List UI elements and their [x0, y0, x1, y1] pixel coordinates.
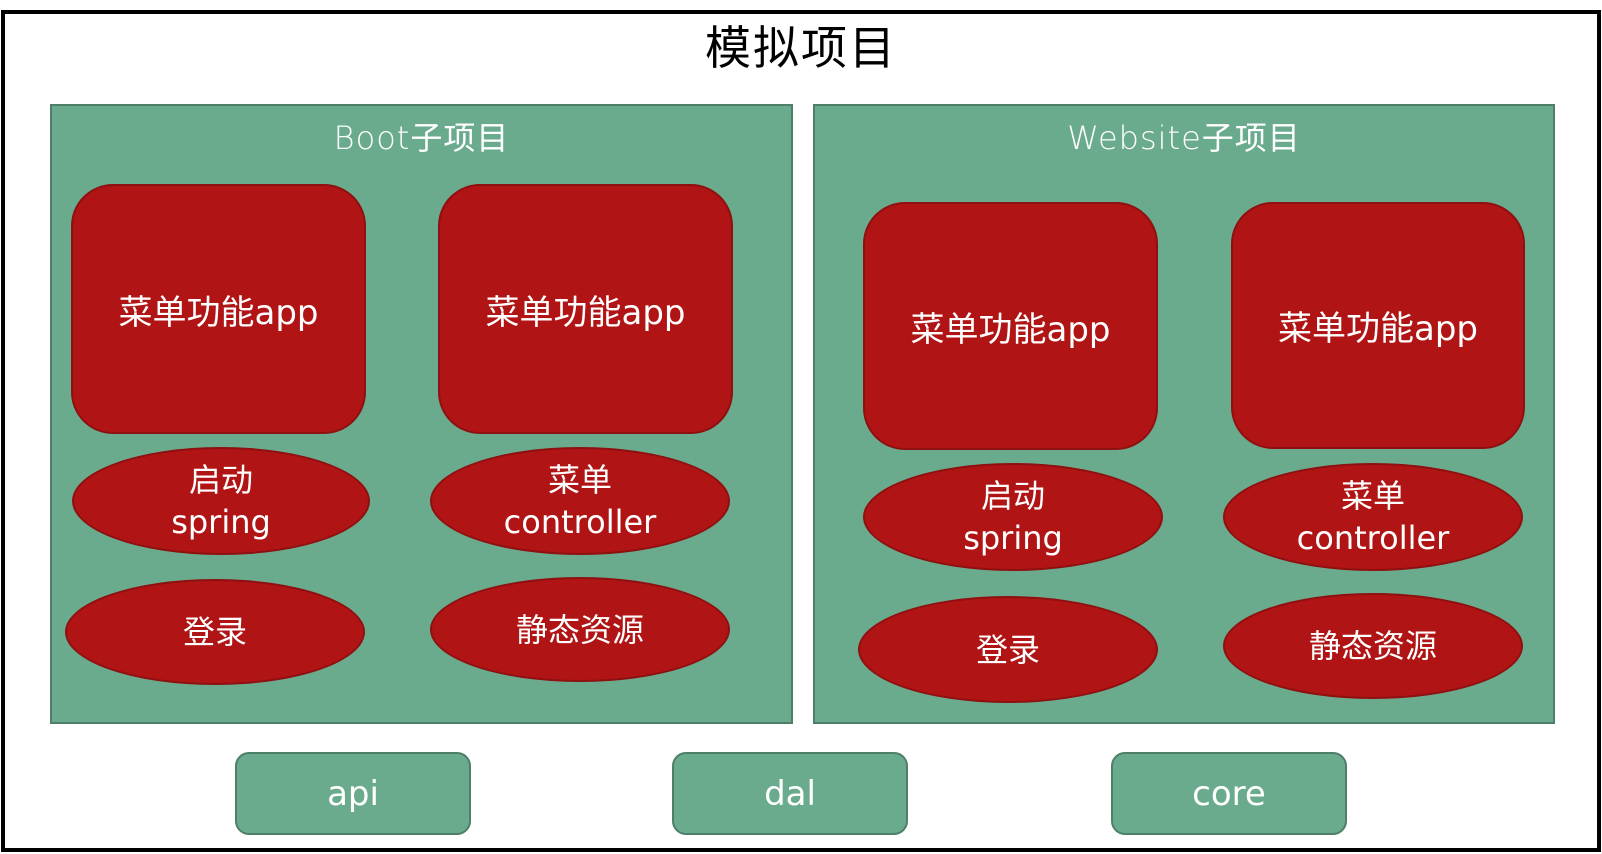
component-label-line1: 菜单 [1340, 477, 1405, 515]
component-label-line1: 启动 [188, 461, 253, 499]
module-dal: dal [672, 752, 908, 835]
app-box-website-2: 菜单功能app [1231, 202, 1525, 449]
component-boot-static-resources: 静态资源 [430, 577, 730, 682]
component-label: 静态资源 [515, 610, 644, 649]
component-website-static-resources: 静态资源 [1223, 593, 1523, 699]
component-boot-spring-startup: 启动 spring [72, 447, 370, 555]
app-label: 菜单功能app [118, 292, 319, 333]
component-label-line1: 菜单 [547, 461, 612, 499]
component-label-line2: controller [1296, 519, 1450, 557]
app-label: 菜单功能app [1278, 309, 1478, 349]
module-label: dal [764, 773, 816, 814]
component-label: 登录 [975, 630, 1040, 669]
diagram-title: 模拟项目 [705, 21, 897, 75]
component-label: 登录 [182, 613, 247, 651]
component-label-line2: spring [963, 519, 1063, 557]
module-label: api [327, 773, 379, 814]
component-website-spring-startup: 启动 spring [863, 463, 1163, 571]
subproject-title-boot: Boot子项目 [333, 119, 510, 157]
component-label-line1: 启动 [980, 477, 1045, 515]
component-website-login: 登录 [858, 596, 1158, 703]
app-box-boot-1: 菜单功能app [71, 184, 366, 434]
module-api: api [235, 752, 471, 835]
app-label: 菜单功能app [485, 292, 686, 333]
module-core: core [1111, 752, 1347, 835]
component-label-line2: spring [171, 503, 271, 541]
component-label: 静态资源 [1308, 627, 1437, 665]
component-website-menu-controller: 菜单 controller [1223, 463, 1523, 571]
component-label-line2: controller [503, 503, 657, 541]
app-label: 菜单功能app [910, 309, 1111, 350]
component-boot-login: 登录 [65, 579, 365, 685]
component-boot-menu-controller: 菜单 controller [430, 447, 730, 555]
subproject-title-website: Website子项目 [1067, 119, 1301, 157]
app-box-website-1: 菜单功能app [863, 202, 1158, 450]
module-label: core [1192, 773, 1266, 814]
app-box-boot-2: 菜单功能app [438, 184, 733, 434]
